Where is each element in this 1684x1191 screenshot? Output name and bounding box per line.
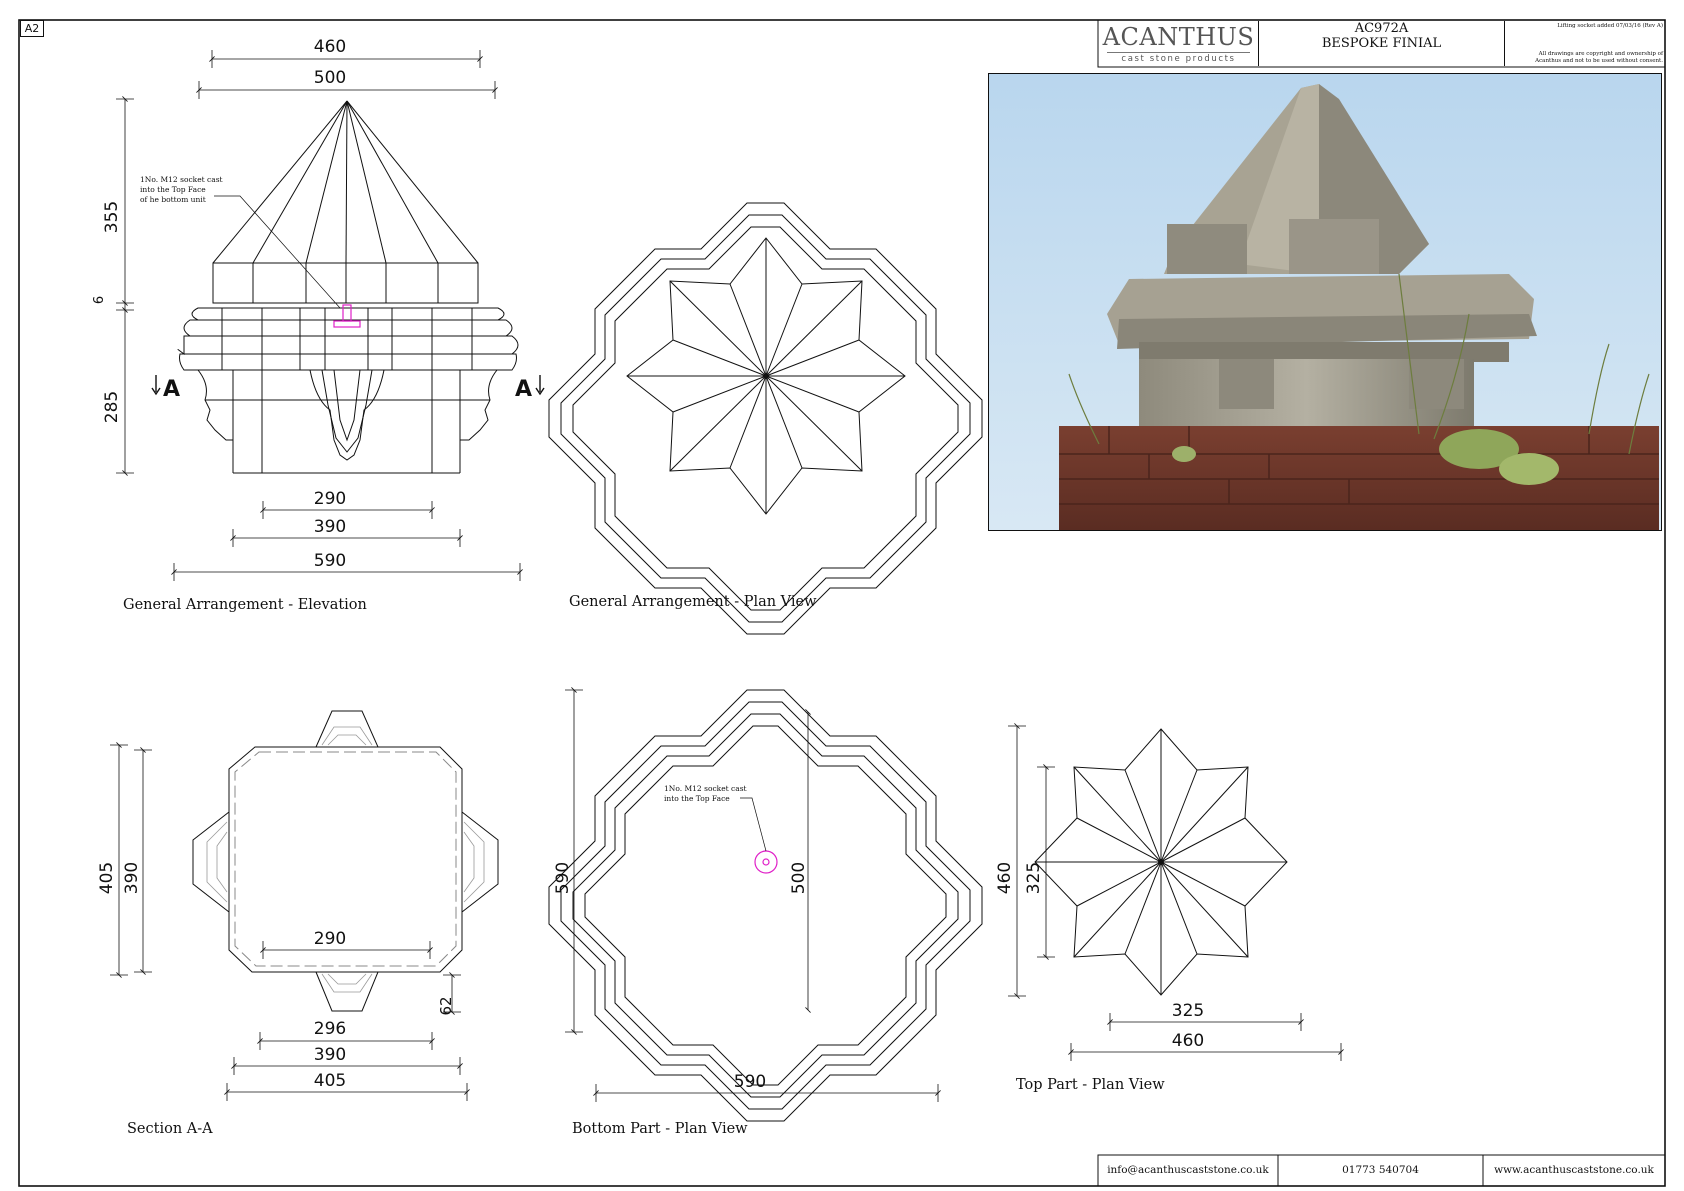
dim-section-62: 62 [437,996,455,1015]
dim-elev-6: 6 [92,296,107,304]
dim-elev-500: 500 [314,68,346,88]
revision-note: Lifting socket added 07/03/16 (Rev A) [1557,23,1663,29]
dim-section-405-h: 405 [314,1071,346,1091]
plan-outline-2 [560,214,971,623]
caption-section: Section A-A [127,1121,213,1137]
dim-section-290: 290 [314,929,346,949]
bottom-plan-note-2: into the Top Face [664,794,730,803]
footer-phone[interactable]: 01773 540704 [1342,1164,1419,1176]
top-plan-view [1034,728,1288,996]
section-marker-right [535,375,545,396]
caption-bottom-plan: Bottom Part - Plan View [572,1121,748,1137]
dim-bottom-500: 500 [789,862,809,894]
section-dimensions [110,742,470,1101]
elevation-dimensions [116,50,523,581]
sheet-border [18,19,1666,1187]
footer-frame [1097,1154,1666,1187]
footer-website[interactable]: www.acanthuscaststone.co.uk [1494,1164,1654,1176]
dim-elev-285: 285 [102,391,122,423]
section-hidden-outline [234,751,457,967]
company-logo: ACANTHUS cast stone products [1099,21,1259,66]
caption-top-plan: Top Part - Plan View [1016,1077,1165,1093]
dim-elev-590: 590 [314,551,346,571]
elevation-socket-note-1: 1No. M12 socket cast [140,175,223,184]
bottom-plan-socket [754,850,778,874]
plan-view [548,202,983,635]
dim-section-390-h: 390 [314,1045,346,1065]
elevation-roof [212,100,479,304]
finial-photo-image [989,74,1661,530]
sheet-size-tag: A2 [20,20,44,37]
plan-outline-3 [572,226,959,611]
dim-elev-290: 290 [314,489,346,509]
caption-plan: General Arrangement - Plan View [569,594,817,610]
bottom-plan-leader [740,797,767,852]
section-marker-right-label: A [515,377,532,402]
elevation-socket-note-3: of he bottom unit [140,195,206,204]
dim-top-460-h: 460 [1172,1031,1204,1051]
section-lug-left [192,810,230,914]
revision-block: Lifting socket added 07/03/16 (Rev A) Al… [1505,21,1665,66]
logo-tagline: cast stone products [1107,52,1250,64]
elevation-socket-note-2: into the Top Face [140,185,206,194]
plan-outline-1 [548,202,983,635]
dim-section-390-v: 390 [122,862,142,894]
section-lug-bottom [315,971,379,1012]
section-lug-right [461,810,499,914]
elevation-cornice [177,307,519,371]
dim-section-405: 405 [97,862,117,894]
caption-elevation: General Arrangement - Elevation [123,597,367,613]
dim-top-325-v: 325 [1024,862,1044,894]
dim-bottom-590-v: 590 [553,862,573,894]
footer-email[interactable]: info@acanthuscaststone.co.uk [1107,1164,1269,1176]
drawing-code: AC972A [1354,21,1409,36]
bottom-plan-dimensions [565,687,941,1102]
dim-top-460-v: 460 [995,862,1015,894]
section-lug-top [315,710,379,748]
finial-photo [988,73,1662,531]
bottom-plan-note-1: 1No. M12 socket cast [664,784,747,793]
title-block-frame [1097,19,1666,68]
dim-elev-355: 355 [102,201,122,233]
elevation-pendant [309,369,385,461]
elevation-base [197,369,498,474]
dim-section-296: 296 [314,1019,346,1039]
dim-top-325-h: 325 [1172,1001,1204,1021]
top-plan-dimensions [1008,723,1344,1061]
bottom-plan-view [548,689,983,1122]
drawing-title: AC972A BESPOKE FINIAL [1259,21,1505,66]
section-view [192,710,499,1012]
elevation-view [151,100,545,474]
copyright-note: All drawings are copyright and ownership… [1535,51,1663,64]
logo-name: ACANTHUS [1102,23,1255,51]
dim-bottom-590-h: 590 [734,1072,766,1092]
socket-marker-elevation [333,304,361,328]
plan-star-rays [627,238,905,514]
dim-elev-390: 390 [314,517,346,537]
dim-elev-460: 460 [314,37,346,57]
drawing-name: BESPOKE FINIAL [1321,36,1442,51]
section-marker-left-label: A [163,377,180,402]
section-marker-left [151,375,161,396]
